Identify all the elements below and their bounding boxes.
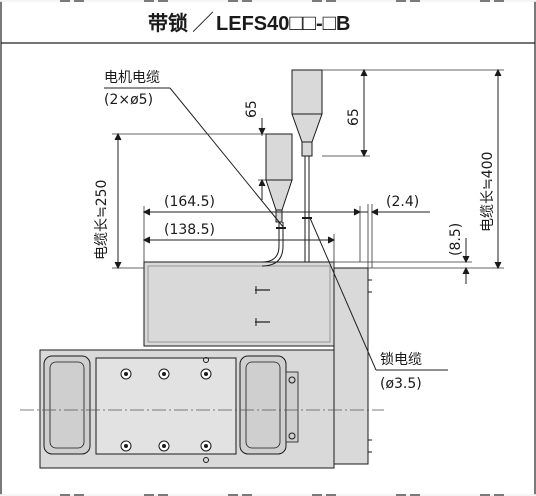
cable-length-250: 电缆长≒250 <box>94 180 110 260</box>
leader-motor <box>169 87 285 229</box>
title-suffix: B <box>336 13 350 35</box>
actuator-table <box>39 349 335 469</box>
dim-65-left <box>258 118 266 200</box>
motor-housing <box>143 261 372 465</box>
motor-cable-spec: (2×ø5) <box>104 92 153 108</box>
dim-65-right <box>322 68 370 158</box>
dim-8-5 <box>334 238 472 284</box>
dim-2-4 <box>360 204 430 268</box>
dim-2-4-label: (2.4) <box>386 194 419 210</box>
title-prefix: 带锁 <box>148 11 188 35</box>
mount-bolts-top <box>120 368 212 380</box>
dim-164-5-label: (164.5) <box>164 194 215 210</box>
mount-bolts-bottom <box>120 440 212 452</box>
lock-cable <box>291 69 323 262</box>
dim-65-left-label: 65 <box>244 100 260 118</box>
dim-164-5 <box>142 206 362 262</box>
motor-cable-label: 电机电缆 <box>104 70 160 86</box>
dim-138-5 <box>142 234 336 268</box>
dim-138-5-label: (138.5) <box>164 222 215 238</box>
title-separator-glyph: ／ <box>192 10 214 35</box>
lock-cable-label: 锁电缆 <box>380 352 422 368</box>
dim-250 <box>112 132 266 270</box>
title-box-1: □ <box>289 10 302 35</box>
dim-400 <box>322 68 504 270</box>
dim-8-5-label: (8.5) <box>448 223 464 256</box>
title-model: LEFS40 <box>216 13 289 35</box>
title-box-3: □ <box>323 10 336 35</box>
title: 带锁／LEFS40□□-□B <box>148 10 350 35</box>
motor-cable <box>261 133 293 267</box>
dim-65-right-label: 65 <box>346 108 362 126</box>
title-dash: - <box>316 13 323 35</box>
leader-lock <box>309 217 377 371</box>
lock-cable-spec: (ø3.5) <box>380 376 422 392</box>
cable-length-400: 电缆长≒400 <box>480 152 496 232</box>
title-box-2: □ <box>303 10 316 35</box>
